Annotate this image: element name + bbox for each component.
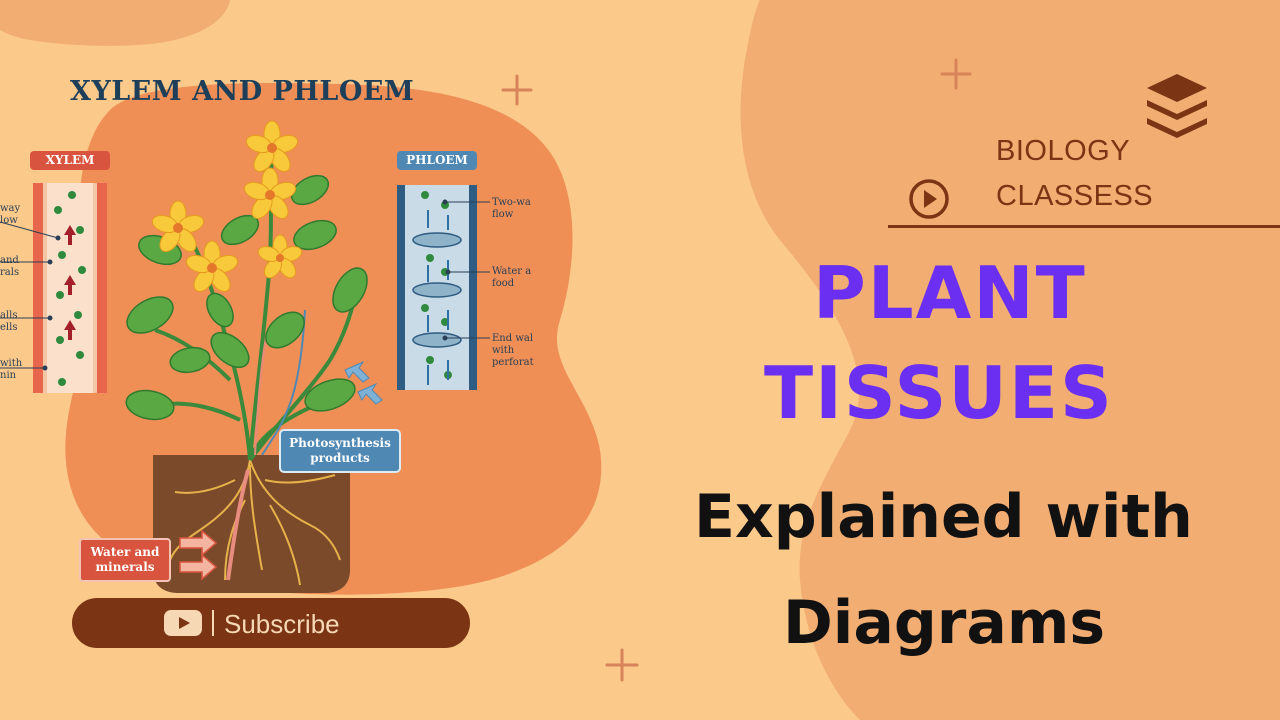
plant-leaves: [125, 174, 368, 421]
xylem-label: XYLEM: [30, 151, 110, 170]
xylem-note: way low: [0, 203, 21, 226]
phloem-note: Two-wa flow: [492, 197, 531, 220]
sunlight-arrows: [344, 360, 383, 405]
subscribe-label: Subscribe: [224, 609, 340, 639]
phloem-note: Water a food: [492, 266, 532, 289]
water-minerals-text: Water and minerals: [90, 545, 160, 574]
xylem-tube: [0, 183, 107, 393]
subtitle-line2: Diagrams: [783, 588, 1106, 658]
phloem-note: End wal with perforat: [492, 333, 534, 368]
headline-line1: PLANT: [813, 251, 1087, 335]
subtitle-line1: Explained with: [694, 482, 1193, 552]
youtube-icon: [164, 610, 214, 636]
diagram-title: XYLEM AND PHLOEM: [70, 76, 415, 107]
xylem-note: and rals: [0, 255, 20, 278]
play-circle-icon: [909, 179, 949, 219]
water-arrows: [179, 529, 218, 581]
water-minerals-label: Water and minerals: [79, 538, 171, 582]
photosynthesis-text: Photosynthesis products: [289, 436, 391, 465]
xylem-note: alls ells: [0, 310, 18, 333]
plant-flowers: [151, 120, 303, 293]
phloem-label: PHLOEM: [397, 151, 477, 170]
brand-name-line1: BIOLOGY: [996, 135, 1131, 167]
stacked-layers-icon: [1147, 74, 1207, 138]
photosynthesis-products-label: Photosynthesis products: [279, 429, 401, 473]
brand-name-line2: CLASSESS: [996, 180, 1154, 212]
phloem-tube: [397, 185, 490, 390]
brand-divider: [888, 225, 1280, 228]
subscribe-button[interactable]: Subscribe: [72, 598, 470, 648]
headline-line2: TISSUES: [764, 351, 1114, 435]
xylem-note: with nin: [0, 358, 23, 381]
